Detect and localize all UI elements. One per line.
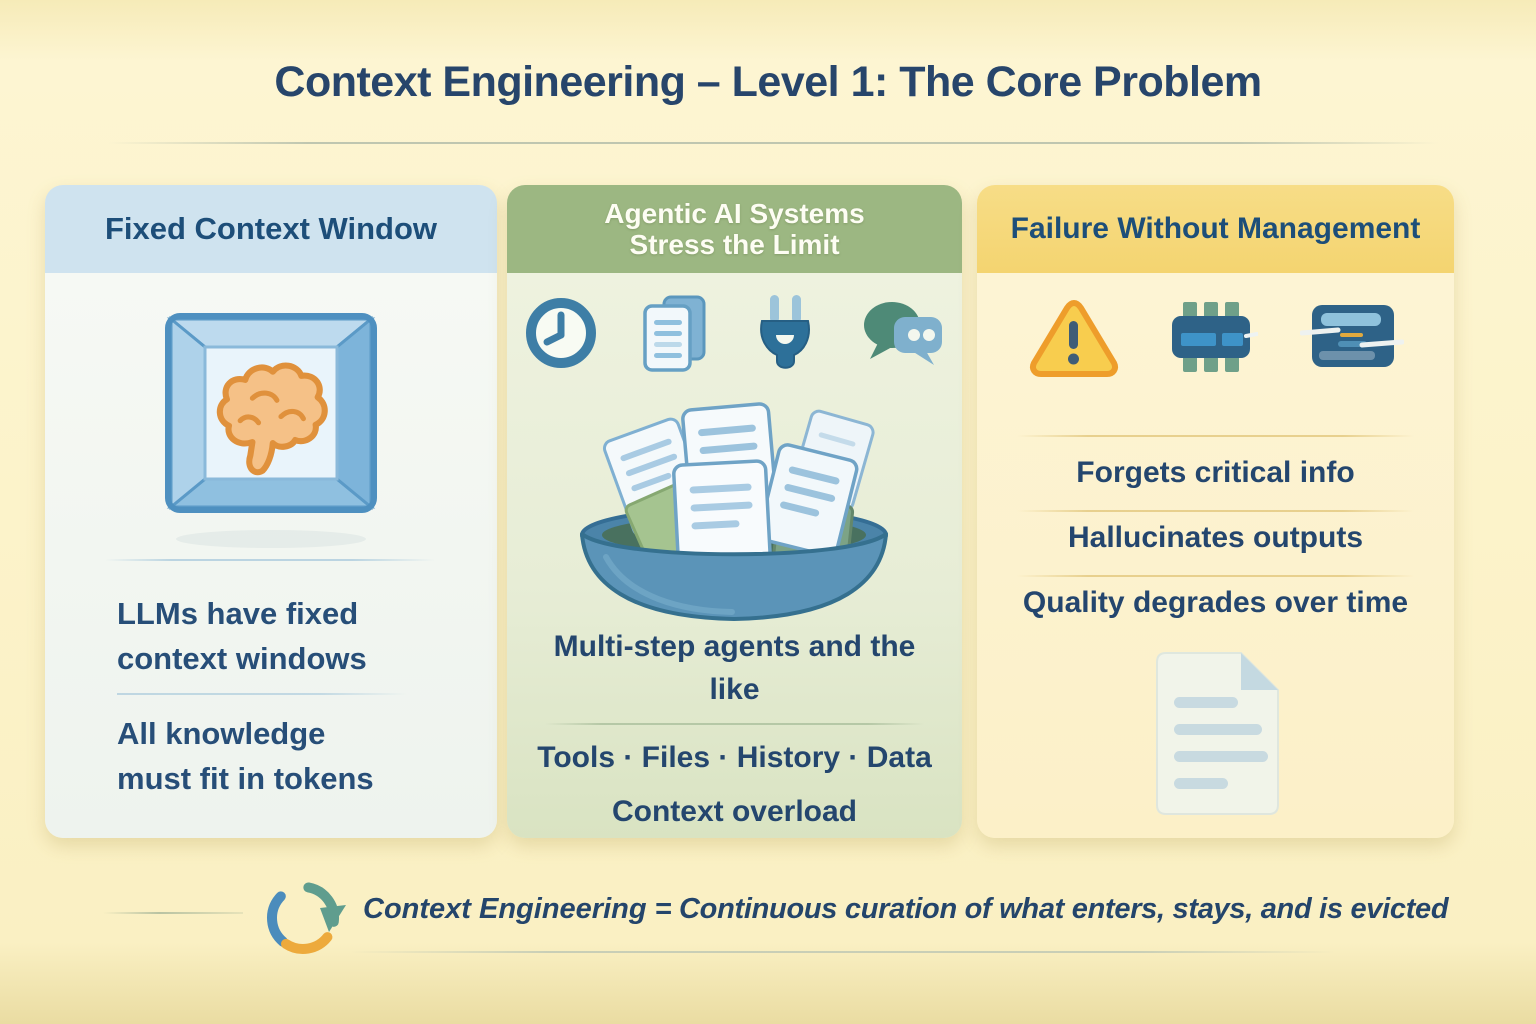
card3-failure-1: Forgets critical info [1076, 456, 1355, 489]
card2-icon-row [507, 293, 962, 378]
card1-statement-2: All knowledge must fit in tokens [117, 716, 374, 796]
clock-icon [522, 294, 600, 377]
card3-failure-2: Hallucinates outputs [1067, 521, 1364, 554]
plug-icon [744, 293, 822, 378]
title-divider [108, 142, 1438, 144]
card-failure-without-management: Failure Without Management [977, 185, 1454, 838]
brain-in-box-icon [45, 291, 497, 551]
card2-body: Multi-step agents and the like Tools · F… [507, 273, 962, 838]
overflowing-basket-icon [507, 385, 962, 623]
faded-document-icon [977, 645, 1454, 820]
card1-statement-1: LLMs have fixed context windows [117, 596, 367, 676]
card2-header-line2: Stress the Limit [629, 229, 840, 260]
footer-left-line [103, 912, 243, 914]
card3-divider-1 [1017, 435, 1414, 437]
documents-icon [634, 293, 710, 378]
card-fixed-context-window: Fixed Context Window [45, 185, 497, 838]
card1-body: LLMs have fixed context windows All know… [45, 273, 497, 838]
cycle-arrows-icon [256, 874, 350, 965]
card1-divider-top [105, 559, 435, 561]
card2-divider [545, 723, 924, 725]
footer-definition-text: = Continuous curation of what enters, st… [654, 893, 1449, 925]
card2-overload: Context overload [611, 795, 858, 828]
card2-list: Tools · Files · History · Data [537, 741, 932, 774]
card-agentic-ai-systems: Agentic AI Systems Stress the Limit [507, 185, 962, 838]
card1-divider-middle [117, 693, 407, 695]
card3-body: Forgets critical info Hallucinates outpu… [977, 273, 1454, 838]
card3-header: Failure Without Management [977, 185, 1454, 273]
memory-chip-icon [1162, 296, 1259, 383]
card2-caption: Multi-step agents and the like [553, 630, 916, 706]
card1-header: Fixed Context Window [45, 185, 497, 273]
card2-header-line1: Agentic AI Systems [604, 198, 865, 229]
card3-divider-3 [1017, 575, 1414, 577]
footer-definition: Context Engineering = Continuous curatio… [363, 893, 1449, 926]
card3-failure-3: Quality degrades over time [1022, 586, 1409, 619]
card3-icon-row [977, 295, 1454, 384]
chat-bubbles-icon [856, 295, 948, 376]
page-title: Context Engineering – Level 1: The Core … [274, 58, 1262, 106]
card3-header-label: Failure Without Management [1010, 212, 1421, 245]
footer-under-line [350, 951, 1335, 953]
card2-header: Agentic AI Systems Stress the Limit [507, 185, 962, 273]
card1-header-label: Fixed Context Window [104, 211, 438, 246]
footer-term: Context Engineering [363, 893, 647, 925]
card3-divider-2 [1017, 510, 1414, 512]
corrupted-card-icon [1299, 297, 1404, 382]
warning-triangle-icon [1028, 295, 1120, 384]
